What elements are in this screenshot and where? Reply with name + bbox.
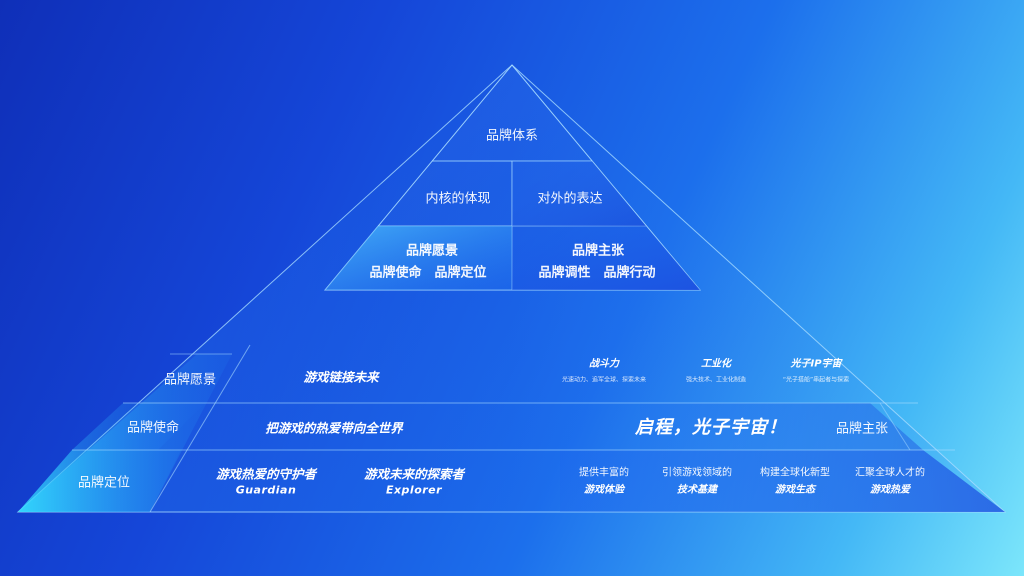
right-row-highlight bbox=[560, 450, 1005, 512]
action-item-line1: 汇聚全球人才的 bbox=[855, 467, 925, 479]
action-item-line1: 提供丰富的 bbox=[579, 467, 629, 479]
row-label-position: 品牌定位 bbox=[77, 475, 131, 491]
mission-text: 把游戏的热爱带向全世界 bbox=[265, 420, 403, 436]
tone-item-desc: 光速动力、追军全球、探索未来 bbox=[561, 376, 647, 384]
action-item-line2: 游戏热爱 bbox=[870, 484, 910, 496]
top-apex-label: 品牌体系 bbox=[485, 128, 539, 144]
row-label-mission: 品牌使命 bbox=[126, 420, 180, 436]
top-bottom-right-line1: 品牌主张 bbox=[571, 243, 625, 259]
action-item-line2: 技术基建 bbox=[677, 484, 717, 496]
position-explorer-en: Explorer bbox=[385, 483, 443, 497]
vision-text: 游戏链接未来 bbox=[303, 369, 379, 385]
tone-item-title: 光子IP宇宙 bbox=[790, 358, 842, 370]
top-cell-right bbox=[512, 226, 700, 290]
top-cell-left bbox=[325, 226, 512, 290]
action-item-line2: 游戏体验 bbox=[584, 484, 624, 496]
top-middle-right-label: 对外的表达 bbox=[537, 191, 603, 207]
top-bottom-left-line1: 品牌愿景 bbox=[405, 243, 459, 259]
position-explorer-title: 游戏未来的探索者 bbox=[363, 466, 465, 482]
action-item-line1: 构建全球化新型 bbox=[760, 467, 830, 479]
position-guardian-title: 游戏热爱的守护者 bbox=[215, 466, 317, 482]
row-label-vision: 品牌愿景 bbox=[163, 372, 217, 388]
action-item-line1: 引领游戏领域的 bbox=[662, 467, 732, 479]
action-item-line2: 游戏生态 bbox=[775, 484, 815, 496]
tone-item-desc: 强大技术、工业化制造 bbox=[685, 376, 747, 384]
tone-item-title: 战斗力 bbox=[589, 358, 619, 370]
tone-item-title: 工业化 bbox=[701, 358, 731, 370]
tone-item-desc: “光子搭船”串起者与探索 bbox=[782, 376, 850, 384]
position-guardian-en: Guardian bbox=[235, 483, 297, 497]
top-bottom-left-line2: 品牌使命 品牌定位 bbox=[369, 265, 487, 281]
row-label-claim: 品牌主张 bbox=[835, 421, 889, 437]
top-middle-left-label: 内核的体现 bbox=[425, 191, 491, 207]
brand-slogan: 启程，光子宇宙！ bbox=[635, 417, 787, 438]
top-bottom-right-line2: 品牌调性 品牌行动 bbox=[538, 265, 656, 281]
